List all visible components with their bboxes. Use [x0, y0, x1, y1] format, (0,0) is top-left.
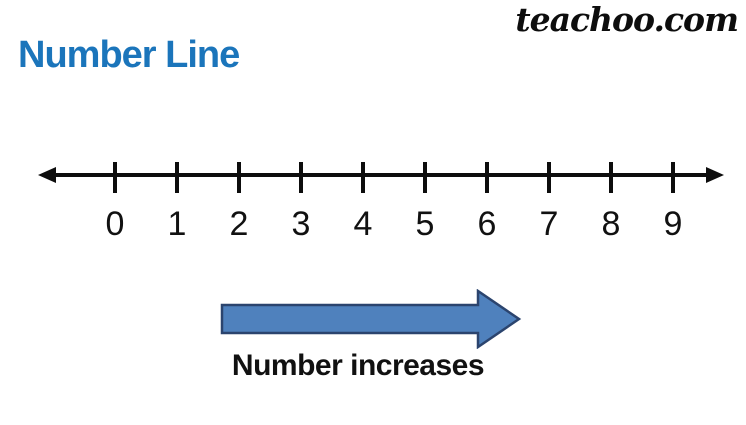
ticks-row: 0 1 2 3 4 5 6 — [84, 162, 704, 241]
tick-mark — [113, 162, 117, 193]
number-increases-caption: Number increases — [231, 349, 485, 382]
tick-mark — [547, 162, 551, 193]
tick: 9 — [642, 162, 704, 241]
tick-mark — [361, 162, 365, 193]
tick-label: 8 — [601, 205, 621, 243]
tick: 8 — [580, 162, 642, 241]
tick-mark — [299, 162, 303, 193]
tick-mark — [175, 162, 179, 193]
block-arrow-right-icon — [220, 289, 522, 349]
tick-mark — [423, 162, 427, 193]
tick-mark — [671, 162, 675, 193]
tick-mark — [609, 162, 613, 193]
tick-label: 9 — [663, 205, 683, 243]
tick-mark — [485, 162, 489, 193]
tick: 7 — [518, 162, 580, 241]
page-title: Number Line — [18, 34, 240, 76]
tick-label: 3 — [291, 205, 311, 243]
tick: 6 — [456, 162, 518, 241]
teachoo-logo: teachoo.com — [515, 0, 739, 39]
tick: 2 — [208, 162, 270, 241]
tick: 3 — [270, 162, 332, 241]
tick-mark — [237, 162, 241, 193]
tick-label: 7 — [539, 205, 559, 243]
tick: 5 — [394, 162, 456, 241]
tick: 1 — [146, 162, 208, 241]
tick: 0 — [84, 162, 146, 241]
tick: 4 — [332, 162, 394, 241]
axis-line — [48, 173, 714, 177]
tick-label: 0 — [105, 205, 125, 243]
tick-label: 6 — [477, 205, 497, 243]
left-arrowhead-icon — [38, 167, 56, 183]
number-line-axis: 0 1 2 3 4 5 6 — [38, 160, 724, 255]
block-arrow-shape — [220, 289, 522, 349]
tick-label: 2 — [229, 205, 249, 243]
tick-label: 4 — [353, 205, 373, 243]
tick-label: 5 — [415, 205, 435, 243]
right-arrowhead-icon — [706, 167, 724, 183]
tick-label: 1 — [167, 205, 187, 243]
